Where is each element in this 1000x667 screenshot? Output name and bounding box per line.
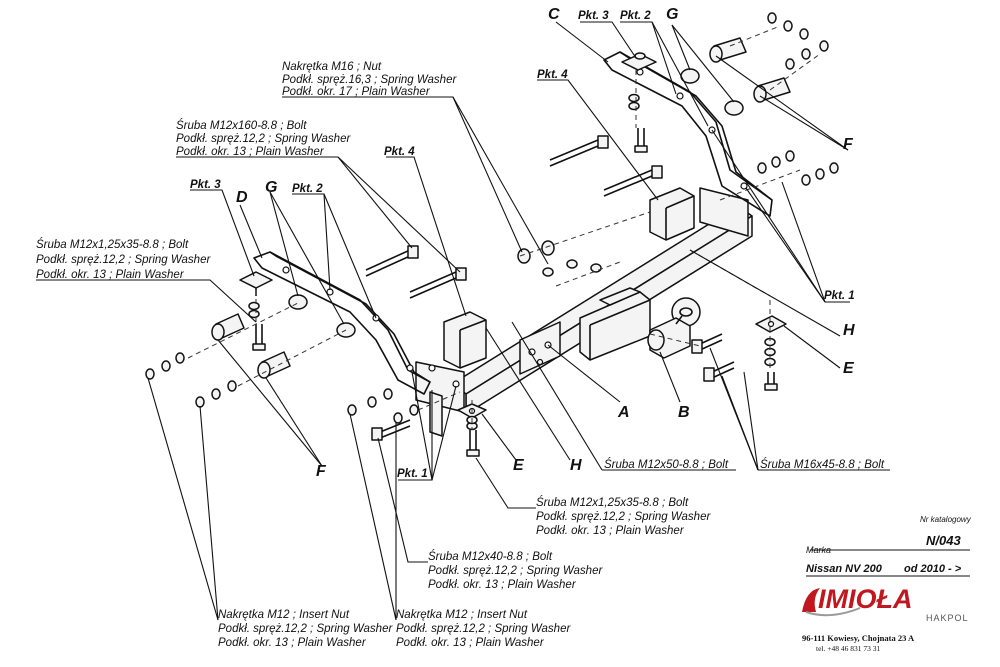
catalog-number-label: Nr katalogowy [920,515,972,524]
label-bolt-m16x45-title: Śruba M16x45-8.8 ; Bolt [760,458,885,471]
logo-text: IMIOŁA [818,584,913,614]
company-phone: tel. +48 46 831 73 31 [816,644,880,653]
label-letter-h-right: H [843,322,855,339]
label-bolt-m12x125x35-left: Śruba M12x1,25x35-8.8 ; Bolt Podkł. sprę… [36,238,211,281]
label-insert-nut-left: Nakrętka M12 ; Insert Nut Podkł. spręż.1… [218,609,393,649]
label-bolt-left-line3: Podkł. okr. 13 ; Plain Washer [36,269,185,281]
long-bolts [365,135,663,299]
brand-label: Marka [806,545,831,555]
label-insert-nut-right-line2: Podkł. spręż.12,2 ; Spring Washer [396,623,571,635]
label-bolt-m12x40: Śruba M12x40-8.8 ; Bolt Podkł. spręż.12,… [428,550,603,591]
logo-swoosh-icon [802,588,820,612]
label-pkt2-right: Pkt. 2 [620,10,651,22]
label-bolt-left-line2: Podkł. spręż.12,2 ; Spring Washer [36,254,211,266]
left-side-arm [239,251,431,395]
spacer-tubes [211,37,791,379]
vehicle-model: Nissan NV 200 [806,563,883,575]
label-bolt-m12x40-line3: Podkł. okr. 13 ; Plain Washer [428,579,577,591]
label-bolt-m12x160-line2: Podkł. spręż.12,2 ; Spring Washer [176,133,351,145]
label-nut-m16-title: Nakrętka M16 ; Nut [282,61,382,73]
label-letter-e-mid: E [513,457,525,474]
right-side-arm [603,51,773,217]
catalog-number: N/043 [926,533,961,548]
label-bolt-mid-line3: Podkł. okr. 13 ; Plain Washer [536,525,685,537]
label-pkt1-right: Pkt. 1 [824,290,855,302]
center-bracket [519,287,651,375]
label-letter-h-mid: H [570,457,582,474]
label-letter-f-right: F [843,136,854,153]
label-letter-a: A [617,404,630,421]
label-pkt3-right: Pkt. 3 [578,10,609,22]
label-pkt3-left: Pkt. 3 [190,179,221,191]
label-pkt4-left: Pkt. 4 [384,146,415,158]
tow-ball [647,297,701,359]
label-nut-m16-line2: Podkł. spręż.16,3 ; Spring Washer [282,74,457,86]
label-pkt4-right: Pkt. 4 [537,69,568,81]
label-nut-m16-line3: Podkł. okr. 17 ; Plain Washer [282,86,431,98]
label-bolt-m12x160-title: Śruba M12x160-8.8 ; Bolt [176,119,307,132]
label-letter-g-left: G [265,179,277,196]
label-letter-e-right: E [843,360,855,377]
label-letter-b: B [678,404,690,421]
label-insert-nut-right-title: Nakrętka M12 ; Insert Nut [396,609,528,621]
label-bolt-m12x125x35-mid: Śruba M12x1,25x35-8.8 ; Bolt Podkł. sprę… [536,496,711,537]
label-bolt-m12x40-line2: Podkł. spręż.12,2 ; Spring Washer [428,565,603,577]
label-letter-f-left: F [316,463,327,480]
label-insert-nut-left-line3: Podkł. okr. 13 ; Plain Washer [218,637,367,649]
label-letter-d: D [236,189,248,206]
company-logo: IMIOŁA HAKPOL [802,584,969,623]
pkt4-brackets [443,187,695,369]
label-bolt-mid-line2: Podkł. spręż.12,2 ; Spring Washer [536,511,711,523]
label-insert-nut-right: Nakrętka M12 ; Insert Nut Podkł. spręż.1… [396,609,571,649]
label-bolt-m12x50-title: Śruba M12x50-8.8 ; Bolt [604,458,729,471]
logo-subtext: HAKPOL [926,613,969,623]
label-insert-nut-left-title: Nakrętka M12 ; Insert Nut [218,609,350,621]
company-address: 96-111 Kowiesy, Chojnata 23 A [802,633,915,643]
label-letter-g-right: G [666,6,678,23]
label-bolt-m12x160-line3: Podkł. okr. 13 ; Plain Washer [176,146,325,158]
catalog-info: Nr katalogowy N/043 Marka Nissan NV 200 … [806,515,972,577]
cross-beam [415,187,753,437]
label-pkt1-left: Pkt. 1 [397,468,428,480]
short-bolts [252,128,778,457]
label-pkt2-left: Pkt. 2 [292,183,323,195]
leader-lines [36,21,890,621]
label-bolt-left-title: Śruba M12x1,25x35-8.8 ; Bolt [36,238,189,251]
label-bolt-m12x40-title: Śruba M12x40-8.8 ; Bolt [428,550,553,563]
label-insert-nut-right-line3: Podkł. okr. 13 ; Plain Washer [396,637,545,649]
washers [145,12,839,431]
vehicle-years: od 2010 - > [904,563,962,575]
label-bolt-m16x45: Śruba M16x45-8.8 ; Bolt [760,458,885,471]
label-nut-m16: Nakrętka M16 ; Nut Podkł. spręż.16,3 ; S… [282,61,457,98]
label-bolt-m12x50: Śruba M12x50-8.8 ; Bolt [604,458,729,471]
label-bolt-m12x160: Śruba M12x160-8.8 ; Bolt Podkł. spręż.12… [176,119,351,158]
label-insert-nut-left-line2: Podkł. spręż.12,2 ; Spring Washer [218,623,393,635]
label-letter-c: C [548,6,560,23]
label-bolt-mid-title: Śruba M12x1,25x35-8.8 ; Bolt [536,496,689,509]
